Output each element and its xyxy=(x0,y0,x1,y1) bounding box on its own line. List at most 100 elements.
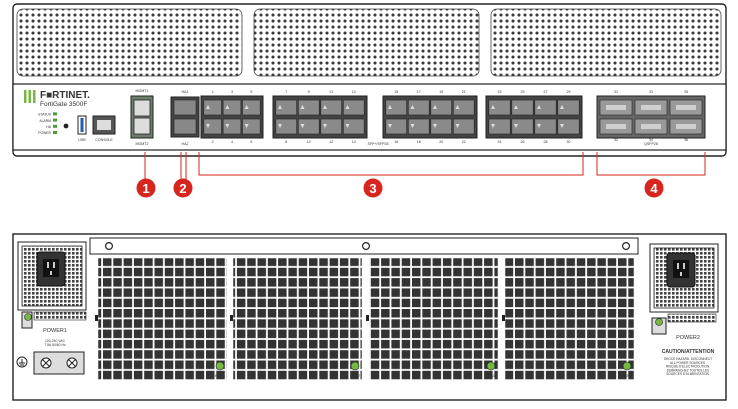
sfp-label-26: 26 xyxy=(521,140,525,144)
ha2-port[interactable] xyxy=(173,118,197,135)
sfp-port-2[interactable] xyxy=(203,118,222,135)
fan-latch[interactable] xyxy=(95,315,98,321)
reset-pinhole-icon[interactable] xyxy=(63,123,69,129)
link-led-icon xyxy=(345,124,350,128)
mgmt1-label: MGMT1 xyxy=(136,89,149,93)
callout-4: 4 xyxy=(644,178,664,198)
link-led-icon xyxy=(206,124,210,128)
callout-1-number: 1 xyxy=(142,181,149,196)
sfp-port-12[interactable] xyxy=(320,118,342,135)
led-ha-icon xyxy=(53,124,57,128)
sfp-label-19: 19 xyxy=(439,90,443,94)
sfp-port-14[interactable] xyxy=(342,118,365,135)
sfp-port-5[interactable] xyxy=(242,99,261,116)
sfp-label-2: 2 xyxy=(212,140,214,144)
qsfp-label-34: 34 xyxy=(649,138,653,142)
sfp-port-10[interactable] xyxy=(297,118,320,135)
sfp-port-22[interactable] xyxy=(452,118,475,135)
power1-label: POWER1 xyxy=(43,328,67,334)
sfp-label-22: 22 xyxy=(462,140,466,144)
sfp-port-15[interactable] xyxy=(385,99,407,116)
fan-status-led-icon xyxy=(215,361,225,371)
callout-4-number: 4 xyxy=(650,181,658,196)
front-vent-right xyxy=(490,8,722,77)
sfp-port-4[interactable] xyxy=(222,118,242,135)
usb-label: USB xyxy=(78,138,86,142)
sfp-port-13[interactable] xyxy=(342,99,365,116)
fan-status-led-icon xyxy=(622,361,632,371)
fan-grille xyxy=(505,258,634,380)
fan-latch[interactable] xyxy=(230,315,233,321)
fan-latch[interactable] xyxy=(366,315,369,321)
sfp-port-3[interactable] xyxy=(222,99,242,116)
sfp-port-24[interactable] xyxy=(488,118,511,135)
sfp-label-18: 18 xyxy=(417,140,421,144)
sfp-port-9[interactable] xyxy=(297,99,320,116)
sfp-label-16: 16 xyxy=(394,140,398,144)
sfp-port-8[interactable] xyxy=(275,118,297,135)
link-led-icon xyxy=(300,105,305,109)
sfp-port-17[interactable] xyxy=(407,99,430,116)
power2-label: POWER2 xyxy=(676,335,700,341)
fan-grille xyxy=(98,258,227,380)
link-led-icon xyxy=(345,105,350,109)
sfp-port-7[interactable] xyxy=(275,99,297,116)
mgmt2-port[interactable] xyxy=(133,117,151,135)
led-label-power: POWER xyxy=(38,131,51,135)
ground-terminal xyxy=(16,351,85,375)
led-status-icon xyxy=(53,112,57,116)
psu-1-grip[interactable] xyxy=(33,311,87,321)
sfp-port-23[interactable] xyxy=(488,99,511,116)
sfp-group-label: SFP+/SFP28 xyxy=(367,142,388,146)
screw-icon xyxy=(621,242,630,251)
sfp-port-18[interactable] xyxy=(407,118,430,135)
sfp-label-29: 29 xyxy=(567,90,571,94)
sfp-port-29[interactable] xyxy=(557,99,580,116)
link-led-icon xyxy=(244,124,249,128)
sfp-port-16[interactable] xyxy=(385,118,407,135)
sfp-port-27[interactable] xyxy=(534,99,557,116)
ha1-port[interactable] xyxy=(173,99,197,116)
sfp-label-12: 12 xyxy=(329,140,333,144)
sfp-label-21: 21 xyxy=(462,90,466,94)
fan-label-2: FAN2 xyxy=(350,373,361,378)
link-led-icon xyxy=(278,105,282,109)
sfp-port-28[interactable] xyxy=(534,118,557,135)
psu-2-grip[interactable] xyxy=(667,313,717,323)
link-led-icon xyxy=(455,105,460,109)
sfp-label-1: 1 xyxy=(212,90,214,94)
sfp-port-20[interactable] xyxy=(430,118,452,135)
sfp-port-6[interactable] xyxy=(242,118,261,135)
mgmt1-port[interactable] xyxy=(133,99,151,117)
fan-latch[interactable] xyxy=(502,315,505,321)
fan-label-4: FAN4 xyxy=(622,373,633,378)
console-label: CONSOLE xyxy=(95,138,113,142)
link-led-icon xyxy=(560,124,564,128)
led-alarm-icon xyxy=(53,118,57,122)
sfp-label-7: 7 xyxy=(285,90,287,94)
sfp-port-30[interactable] xyxy=(557,118,580,135)
qsfp-label-33: 33 xyxy=(649,90,653,94)
sfp-port-19[interactable] xyxy=(430,99,452,116)
psu-2-led xyxy=(655,318,663,326)
sfp-port-21[interactable] xyxy=(452,99,475,116)
sfp-port-26[interactable] xyxy=(511,118,534,135)
sfp-port-25[interactable] xyxy=(511,99,534,116)
fan-module-4: FAN4 xyxy=(502,257,635,381)
fan-grille xyxy=(369,258,498,380)
link-led-icon xyxy=(206,105,210,109)
sfp-label-20: 20 xyxy=(439,140,443,144)
qsfp-label-35: 35 xyxy=(684,90,688,94)
link-led-icon xyxy=(388,124,392,128)
sfp-port-11[interactable] xyxy=(320,99,342,116)
sfp-port-1[interactable] xyxy=(203,99,222,116)
link-led-icon xyxy=(323,105,327,109)
link-led-icon xyxy=(225,124,230,128)
fan-module-2: FAN2 xyxy=(230,257,363,381)
qsfp-label-36: 36 xyxy=(684,138,688,142)
